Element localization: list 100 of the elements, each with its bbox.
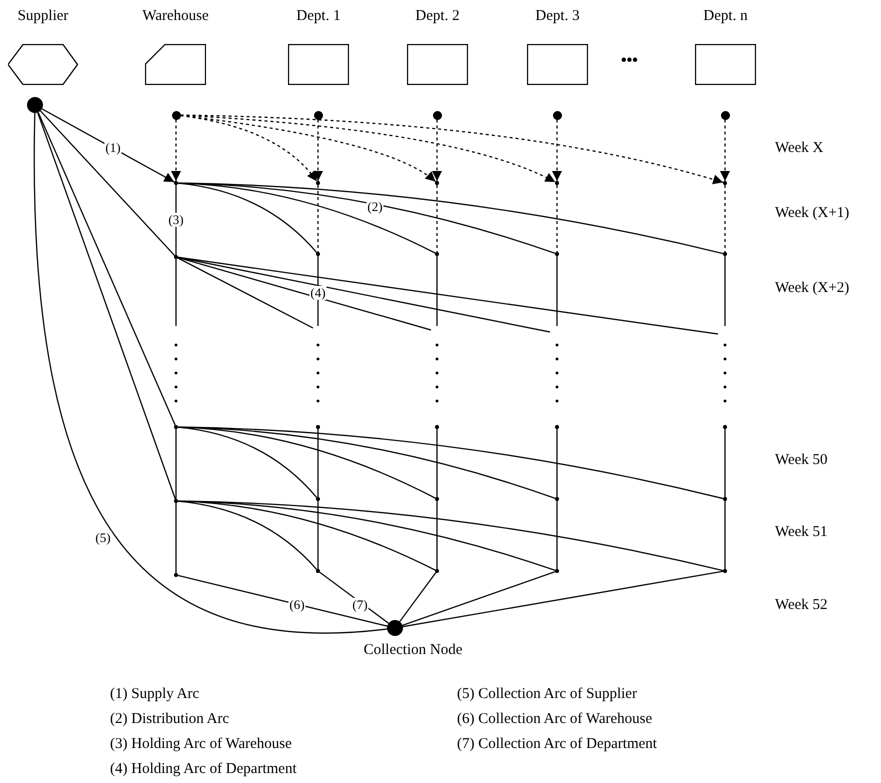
junction-point: [435, 181, 439, 185]
connector-line: [178, 182, 724, 254]
connector-line: [178, 426, 318, 498]
connector-line: [436, 429, 438, 497]
junction-point: [316, 497, 320, 501]
connector-line: [556, 256, 558, 326]
connector-line: [317, 256, 319, 326]
connector-line: [178, 182, 436, 254]
connector-line: [556, 429, 558, 497]
connector-line: [178, 426, 724, 500]
connector-line: [402, 570, 724, 628]
connector-line: [37, 112, 176, 500]
edge-label: (1): [104, 140, 122, 156]
dashed-arrow: [180, 114, 318, 182]
junction-point: [435, 497, 439, 501]
dashed-arrow: [432, 120, 442, 181]
junction-point: [555, 181, 559, 185]
edge-label: (3): [167, 212, 185, 228]
junction-point: [435, 569, 439, 573]
connector-line: [724, 256, 726, 326]
junction-point: [555, 252, 559, 256]
connector-line: [178, 426, 436, 499]
connector-line: [175, 185, 177, 255]
connector-line: [436, 501, 438, 569]
connector-line: [178, 182, 318, 253]
junction-point: [723, 252, 727, 256]
junction-point: [316, 181, 320, 185]
dashed-arrow: [180, 114, 436, 182]
junction-point: [174, 181, 178, 185]
junction-point: [174, 499, 178, 503]
junction-point: [723, 181, 727, 185]
edge-label: (6): [288, 598, 306, 612]
junction-point: [723, 425, 727, 429]
dashed-arrow: [552, 120, 562, 181]
connector-line: [178, 500, 318, 570]
junction-point: [316, 425, 320, 429]
connector-line: [317, 501, 319, 569]
legend-text: (4) Holding Arc of Department: [110, 761, 297, 778]
connector-line: [178, 256, 550, 333]
dashed-arrow: [180, 114, 724, 184]
dashed-arrow: [720, 120, 730, 181]
ellipsis-mark: •••: [621, 52, 638, 70]
junction-point: [555, 569, 559, 573]
row-label: Week X: [775, 140, 824, 156]
junction-point: [723, 497, 727, 501]
dashed-line: [436, 185, 438, 252]
edge-label: (2): [366, 200, 384, 214]
junction-point: [723, 569, 727, 573]
node-dot: [432, 110, 442, 120]
connector-line: [319, 572, 389, 624]
row-label: Week 50: [775, 452, 828, 468]
connector-line: [178, 257, 314, 329]
node-dot: [552, 110, 562, 120]
node-dot: [27, 97, 43, 113]
row-label: Week (X+1): [775, 205, 850, 222]
connector-line: [175, 503, 177, 573]
dashed-line: [724, 185, 726, 252]
edge-label: (4): [309, 286, 327, 300]
junction-point: [174, 255, 178, 259]
node-label: Dept. 1: [296, 8, 341, 24]
legend-text: (5) Collection Arc of Supplier: [457, 686, 637, 702]
legend-text: (6) Collection Arc of Warehouse: [457, 711, 652, 728]
connector-line: [399, 572, 436, 622]
node-dot: [314, 110, 322, 120]
connector-line: [178, 500, 436, 571]
node-label: Supplier: [18, 8, 68, 24]
connector-line: [724, 501, 726, 569]
legend-text: (7) Collection Arc of Department: [457, 736, 657, 752]
connector-line: [178, 256, 718, 335]
connector-line: [40, 110, 176, 256]
node-label: Dept. 2: [415, 8, 460, 24]
arrow: [42, 108, 175, 183]
node-label: Dept. 3: [535, 8, 580, 24]
connector-line: [402, 571, 556, 626]
row-label: Week 52: [775, 597, 828, 614]
dashed-arrow: [313, 120, 323, 181]
junction-point: [174, 573, 178, 577]
connector-line: [175, 429, 177, 499]
connector-line: [178, 574, 388, 627]
connector-line: [178, 500, 724, 572]
junction-point: [555, 425, 559, 429]
junction-point: [435, 252, 439, 256]
node-label: Collection Node: [364, 642, 462, 658]
edge-label: (7): [351, 598, 369, 612]
junction-point: [435, 425, 439, 429]
edge-label: (5): [94, 530, 112, 546]
connector-line: [38, 112, 176, 426]
dashed-line: [556, 185, 558, 252]
row-label: Week (X+2): [775, 280, 850, 296]
node-label: Warehouse: [142, 8, 209, 24]
junction-point: [316, 252, 320, 256]
junction-point: [174, 425, 178, 429]
junction-point: [555, 497, 559, 501]
dashed-arrow: [171, 120, 181, 181]
junction-point: [316, 569, 320, 573]
node-dot: [172, 110, 180, 120]
connector-line: [175, 259, 177, 326]
connector-line: [436, 256, 438, 326]
connector-line: [724, 429, 726, 497]
node-label: Dept. n: [703, 8, 748, 24]
